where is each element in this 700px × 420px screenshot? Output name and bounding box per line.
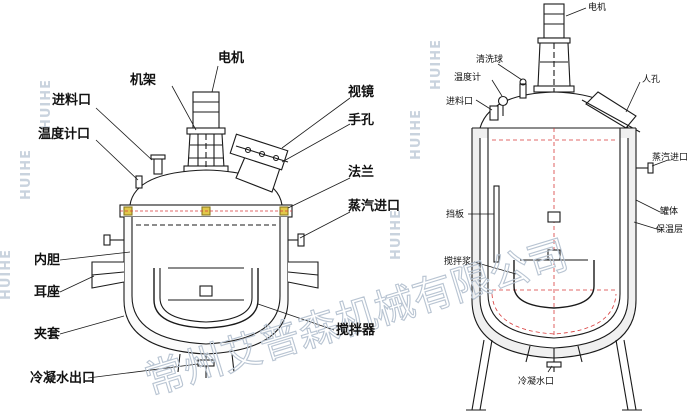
label-manhole-right: 人孔 xyxy=(642,74,660,85)
label-flange-left: 法兰 xyxy=(348,164,374,180)
right-labels: 电机 清洗球 温度计 进料口 人孔 蒸汽进口 挡板 罐体 保温层 搅拌浆 冷凝水… xyxy=(444,1,688,387)
label-cleaning-ball-right: 清洗球 xyxy=(476,53,503,65)
label-thermometer-port-left: 温度计口 xyxy=(38,126,90,142)
label-inner-tank-left: 内胆 xyxy=(34,252,60,268)
right-thermometer xyxy=(497,95,509,107)
label-baffle-right: 挡板 xyxy=(446,208,464,220)
watermark-side-right-3: HUIHE xyxy=(429,39,444,90)
left-feed-port xyxy=(153,157,163,175)
label-motor-left: 电机 xyxy=(218,50,244,66)
left-inner-tank xyxy=(131,217,281,345)
right-manhole xyxy=(581,91,641,133)
label-thermometer-right: 温度计 xyxy=(454,71,481,83)
label-lug-left: 耳座 xyxy=(34,284,60,300)
label-frame-left: 机架 xyxy=(130,72,156,88)
label-steam-inlet-left: 蒸汽进口 xyxy=(348,198,400,214)
right-legs xyxy=(466,339,642,411)
left-manhole-assembly xyxy=(229,133,289,193)
right-feed-port xyxy=(489,105,499,121)
right-leader-lines xyxy=(468,7,669,373)
right-cleaning-ball xyxy=(519,83,527,99)
watermark-side-right: HUIHE xyxy=(389,209,404,260)
label-agitator-right: 搅拌浆 xyxy=(444,255,471,267)
left-labels: 电机 机架 进料口 温度计口 视镜 手孔 法兰 蒸汽进口 内胆 耳座 夹套 搅拌… xyxy=(30,50,400,386)
label-condensate-outlet-right: 冷凝水口 xyxy=(518,375,554,387)
label-agitator-left: 搅拌器 xyxy=(336,322,376,338)
left-agitator xyxy=(153,267,259,329)
left-vessel-drawing xyxy=(59,65,351,379)
right-baffle xyxy=(493,185,500,263)
label-motor-right: 电机 xyxy=(588,1,606,13)
label-steam-inlet-right: 蒸汽进口 xyxy=(652,151,688,163)
watermark-side-left: HUIHE xyxy=(0,249,14,300)
label-condensate-outlet-left: 冷凝水出口 xyxy=(30,370,95,386)
right-vessel-drawing xyxy=(466,3,669,411)
label-tank-body-right: 罐体 xyxy=(660,205,678,217)
right-agitator xyxy=(513,211,595,309)
label-insulation-right: 保温层 xyxy=(656,223,683,235)
left-motor xyxy=(192,91,220,131)
watermark-side-left-2: HUIHE xyxy=(19,149,34,200)
left-thermometer-port xyxy=(135,175,143,189)
watermark-side-left-3: HUIHE xyxy=(39,79,54,130)
label-feed-port-right: 进料口 xyxy=(446,95,473,107)
watermark-side-right-2: HUIHE xyxy=(409,109,424,160)
label-feed-port-left: 进料口 xyxy=(52,92,91,108)
left-leader-lines xyxy=(59,65,351,379)
label-jacket-left: 夹套 xyxy=(34,326,61,342)
right-motor xyxy=(543,3,565,39)
label-manhole-left: 手孔 xyxy=(348,112,374,128)
label-sight-glass-left: 视镜 xyxy=(348,84,374,100)
